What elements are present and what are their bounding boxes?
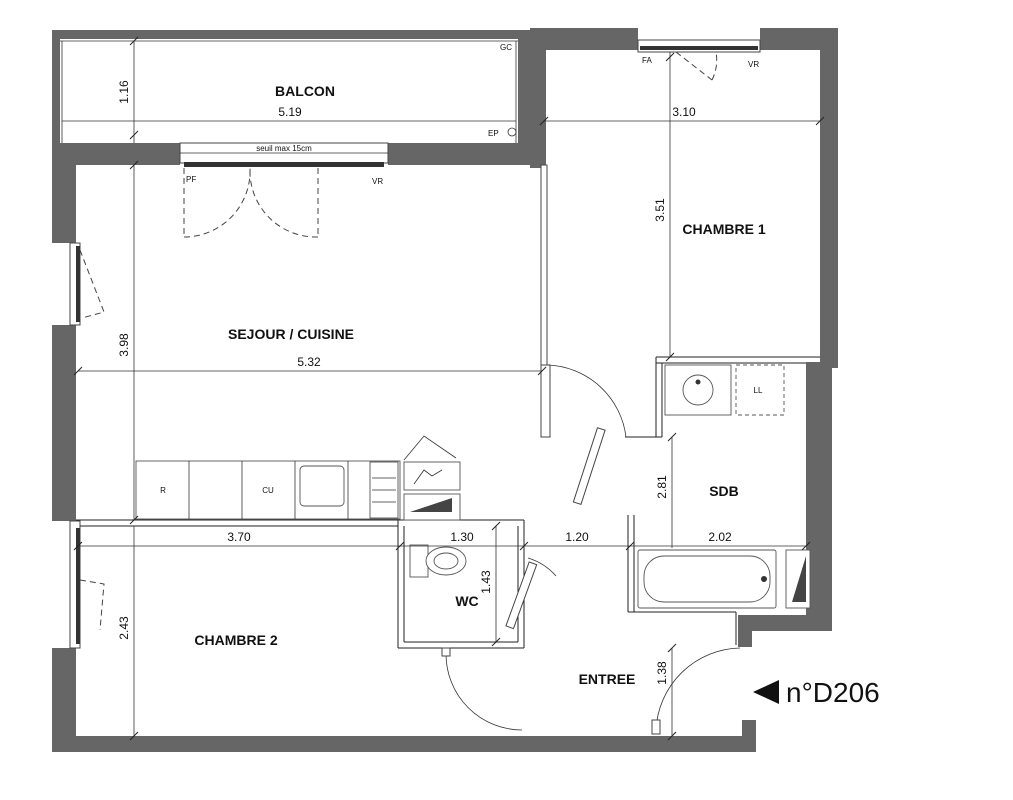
room-label-chambre2: CHAMBRE 2 xyxy=(194,632,277,648)
dim-chambre2-depth: 2.43 xyxy=(117,616,131,640)
room-label-entree: ENTREE xyxy=(579,671,636,687)
unit-number: n°D206 xyxy=(786,677,880,708)
label-pf: PF xyxy=(186,175,196,184)
label-gc: GC xyxy=(500,43,512,52)
room-label-wc: WC xyxy=(455,593,478,609)
dim-balcon-depth: 1.16 xyxy=(117,80,131,104)
dim-entree-width: 1.20 xyxy=(565,530,589,544)
balcony-fixtures xyxy=(507,127,517,137)
label-vr-chambre1: VR xyxy=(748,60,759,69)
dim-balcon-width: 5.19 xyxy=(278,105,302,119)
dim-chambre2-width: 3.70 xyxy=(227,530,251,544)
dim-sdb-depth: 2.81 xyxy=(655,475,669,499)
dim-chambre1-width: 3.10 xyxy=(672,105,696,119)
wc-toilet xyxy=(409,544,467,578)
room-label-sdb: SDB xyxy=(709,483,739,499)
label-fridge: R xyxy=(160,486,166,495)
kitchen-counter xyxy=(135,460,461,521)
windows xyxy=(69,39,761,649)
dim-sejour-width: 5.32 xyxy=(297,355,321,369)
door-swings xyxy=(79,51,741,735)
room-label-balcon: BALCON xyxy=(275,83,335,99)
dim-chambre1-depth: 3.51 xyxy=(653,198,667,222)
dimension-lines xyxy=(62,36,825,741)
label-cooktop: CU xyxy=(262,486,274,495)
dim-wc-width: 1.30 xyxy=(450,530,474,544)
dim-entree-depth: 1.38 xyxy=(655,661,669,685)
dim-wc-depth: 1.43 xyxy=(479,570,493,594)
walls xyxy=(52,28,838,752)
label-fa: FA xyxy=(642,56,652,65)
dim-sejour-depth: 3.98 xyxy=(117,333,131,357)
label-ll: LL xyxy=(754,386,763,395)
label-seuil: seuil max 15cm xyxy=(256,144,312,153)
sdb-fixtures xyxy=(637,364,811,609)
label-vr-sejour: VR xyxy=(372,177,383,186)
room-label-chambre1: CHAMBRE 1 xyxy=(682,221,765,237)
dim-sdb-width: 2.02 xyxy=(708,530,732,544)
room-label-sejour: SEJOUR / CUISINE xyxy=(228,326,354,342)
left-triangle-icon xyxy=(753,680,779,704)
label-ep: EP xyxy=(488,129,499,138)
